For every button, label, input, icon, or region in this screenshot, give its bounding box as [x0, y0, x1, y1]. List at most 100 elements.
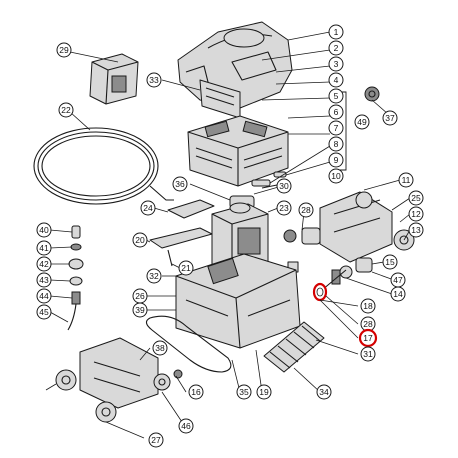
callout-45: 45: [36, 304, 52, 320]
callout-bubble: [36, 304, 52, 320]
leader-lines: [45, 31, 411, 439]
chassis-part: [175, 253, 301, 349]
callout-bubble: [236, 384, 252, 400]
callout-29: 29: [56, 42, 72, 58]
callout-number: 19: [259, 387, 269, 397]
callout-bubble: [408, 206, 424, 222]
callout-bubble: [328, 72, 344, 88]
callout-19: 19: [256, 384, 272, 400]
callout-2: 2: [328, 40, 344, 56]
callout-number: 33: [149, 75, 159, 85]
callout-bubble: [328, 40, 344, 56]
callout-bubble: [56, 42, 72, 58]
group-bracket-49: [340, 91, 347, 171]
callout-number: 44: [39, 291, 49, 301]
callout-number: 21: [181, 263, 191, 273]
callout-bubble: [58, 102, 74, 118]
callout-24: 24: [140, 200, 156, 216]
callout-43: 43: [36, 272, 52, 288]
callout-number: 20: [135, 235, 145, 245]
callout-41: 41: [36, 240, 52, 256]
callout-number: 4: [334, 75, 339, 85]
callout-23: 23: [276, 200, 292, 216]
callout-bubble: [358, 328, 378, 348]
callout-bubble: [298, 202, 314, 218]
callout-number: 16: [191, 387, 201, 397]
filter-cartridge-part: [89, 53, 139, 105]
callout-42: 42: [36, 256, 52, 272]
callout-10: 10: [328, 168, 344, 184]
callout-bubble: [36, 240, 52, 256]
callout-14: 14: [390, 286, 406, 302]
callout-8: 8: [328, 136, 344, 152]
callout-1: 1: [328, 24, 344, 40]
callout-number: 38: [155, 343, 165, 353]
callout-bubble: [256, 384, 272, 400]
filter-flap-part: [199, 79, 241, 119]
callout-number: 40: [39, 225, 49, 235]
callout-4: 4: [328, 72, 344, 88]
callout-28: 28: [360, 316, 376, 332]
callout-3: 3: [328, 56, 344, 72]
callout-20: 20: [132, 232, 148, 248]
callout-number: 22: [61, 105, 71, 115]
filter-basket-part: [187, 115, 289, 187]
track-belt-part: [145, 315, 232, 373]
callout-30: 30: [276, 178, 292, 194]
callout-bubble: [328, 136, 344, 152]
callout-number: 30: [279, 181, 289, 191]
right-side-panel-part: [319, 191, 415, 263]
callout-12: 12: [408, 206, 424, 222]
callout-bubble: [316, 384, 332, 400]
callout-28: 28: [298, 202, 314, 218]
callout-number: 42: [39, 259, 49, 269]
callout-number: 46: [181, 421, 191, 431]
callout-number: 8: [334, 139, 339, 149]
callout-number: 26: [135, 291, 145, 301]
callout-bubble: [408, 190, 424, 206]
callout-number: 31: [363, 349, 373, 359]
callout-number: 5: [334, 91, 339, 101]
left-side-panel-part: [79, 337, 159, 409]
callout-15: 15: [382, 254, 398, 270]
callout-number: 17: [363, 333, 373, 343]
callout-number: 11: [402, 175, 411, 185]
callout-bubble: [172, 176, 188, 192]
callout-number: 10: [331, 171, 341, 181]
callout-bubble: [140, 200, 156, 216]
callout-bubble: [382, 110, 398, 126]
hardware-stack-part: [67, 225, 84, 331]
callout-number: 39: [135, 305, 145, 315]
callout-16: 16: [188, 384, 204, 400]
callout-18: 18: [360, 298, 376, 314]
callout-number: 23: [279, 203, 289, 213]
callout-number: 7: [334, 123, 339, 133]
brush-roller-part: [263, 321, 325, 373]
callout-number: 13: [411, 225, 421, 235]
callout-bubble: [360, 346, 376, 362]
callout-bubble: [148, 432, 164, 448]
callout-number: 3: [334, 59, 339, 69]
callout-number: 18: [363, 301, 373, 311]
callout-number: 1: [334, 27, 339, 37]
callout-17-highlighted: 17: [358, 328, 378, 348]
callout-number: 12: [411, 209, 421, 219]
callout-number: 47: [393, 275, 403, 285]
callout-7: 7: [328, 120, 344, 136]
seal-ring-part: [312, 282, 328, 302]
callout-35: 35: [236, 384, 252, 400]
callout-bubble: [188, 384, 204, 400]
callout-number: 45: [39, 307, 49, 317]
callout-bubble: [178, 418, 194, 434]
shaft-gear-part: [321, 257, 373, 291]
callout-number: 35: [239, 387, 249, 397]
callout-number: 14: [393, 289, 403, 299]
callout-bubble: [360, 298, 376, 314]
callout-37: 37: [382, 110, 398, 126]
callout-bubble: [36, 272, 52, 288]
callout-bubble: [382, 254, 398, 270]
callout-44: 44: [36, 288, 52, 304]
callout-number: 28: [363, 319, 373, 329]
callout-number: 28: [301, 205, 311, 215]
